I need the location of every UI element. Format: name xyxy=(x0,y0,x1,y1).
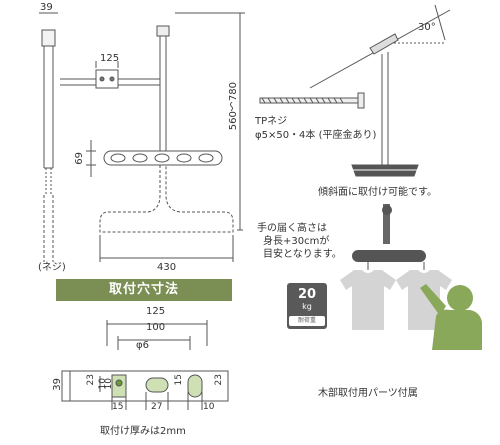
section-title: 取付穴寸法 xyxy=(108,282,179,297)
side-view xyxy=(39,12,58,262)
section-header: 取付穴寸法 xyxy=(56,279,232,301)
reach-note-1: 手の届く高さは xyxy=(257,223,327,234)
dim-10-mid: 10 xyxy=(104,378,114,390)
screw-label-left: (ネジ) xyxy=(38,262,66,273)
dim-23-left: 23 xyxy=(86,374,96,386)
load-caption: 耐荷重 xyxy=(289,316,325,326)
load-capacity-badge: 20 kg 耐荷重 xyxy=(287,283,327,329)
dim-430: 430 xyxy=(157,262,177,273)
dim-39-left: 39 xyxy=(52,378,63,391)
parts-badge xyxy=(284,379,308,408)
hole-plan xyxy=(61,320,229,410)
tp-screw xyxy=(259,92,365,109)
tp-screw-label: TPネジ xyxy=(255,116,288,127)
front-view xyxy=(60,12,245,262)
reach-illustration xyxy=(340,204,482,350)
dim-15-left: 15 xyxy=(112,402,124,412)
tp-screw-spec: φ5×50・4本 (平座金あり) xyxy=(255,130,377,141)
thickness-note: 取付け厚みは2mm xyxy=(100,426,186,437)
dim-30-degree: 30° xyxy=(418,22,436,33)
reach-note-2: 身長+30cmが xyxy=(263,236,330,247)
dim-125-top: 125 xyxy=(100,53,120,64)
dim-560-780: 560～780 xyxy=(228,82,239,131)
dim-100: 100 xyxy=(146,322,166,333)
dim-27: 27 xyxy=(151,402,163,412)
slope-view xyxy=(309,4,451,177)
dim-23-right: 23 xyxy=(214,374,224,386)
dim-phi-6: φ6 xyxy=(136,340,149,351)
dim-15-mid: 15 xyxy=(174,374,184,386)
slope-note: 傾斜面に取付け可能です。 xyxy=(318,187,437,198)
parts-note: 木部取付用パーツ付属 xyxy=(318,388,418,399)
dim-39-top: 39 xyxy=(40,2,53,13)
screw-icon xyxy=(289,384,303,404)
dim-125-bottom: 125 xyxy=(146,306,166,317)
dim-69: 69 xyxy=(74,152,85,165)
load-value: 20 xyxy=(297,287,317,302)
dim-10-right: 10 xyxy=(203,402,215,412)
load-unit: kg xyxy=(302,302,312,311)
reach-note-3: 目安となります。 xyxy=(263,249,342,260)
